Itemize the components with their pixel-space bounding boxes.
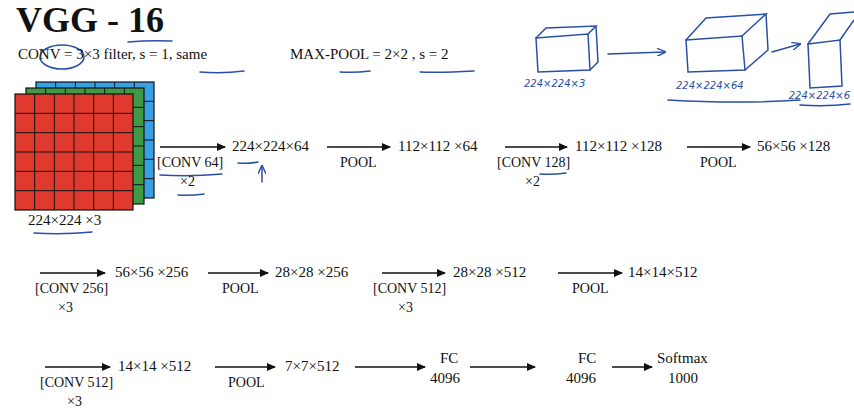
- repeat-label: ×2: [180, 174, 195, 190]
- dimension-label: 28×28 ×512: [453, 264, 526, 281]
- pool-label: POOL: [222, 281, 259, 297]
- dimension-label: 112×112 ×128: [575, 138, 662, 155]
- dimension-label: 56×56 ×256: [115, 264, 188, 281]
- pool-label: POOL: [700, 155, 737, 171]
- softmax-label: Softmax: [657, 350, 708, 367]
- conv-spec: CONV = 3×3 filter, s = 1, same: [18, 46, 207, 63]
- dimension-label: 14×14 ×512: [118, 358, 191, 375]
- hand-note: 224×224×64: [676, 80, 744, 92]
- hand-note: 224×224×3: [524, 78, 585, 90]
- layer-label: [CONV 256]: [35, 281, 108, 297]
- slide-title: VGG - 16: [16, 0, 164, 41]
- layer-label: [CONV 512]: [373, 281, 446, 297]
- pool-spec: MAX-POOL = 2×2 , s = 2: [290, 46, 449, 63]
- repeat-label: ×3: [67, 394, 82, 410]
- image-size-label: 224×224 ×3: [28, 212, 101, 229]
- dimension-label: 7×7×512: [285, 358, 339, 375]
- dimension-label: 112×112 ×64: [398, 138, 478, 155]
- repeat-label: ×2: [525, 174, 540, 190]
- dimension-label: 14×14×512: [628, 264, 697, 281]
- layer-label: [CONV 512]: [40, 375, 113, 391]
- input-image: 224×224 ×3: [8, 80, 168, 230]
- hand-note: 224×224×6: [789, 90, 850, 102]
- pool-label: POOL: [572, 281, 609, 297]
- dimension-label: 56×56 ×128: [757, 138, 830, 155]
- fc-label: FC: [578, 350, 596, 367]
- rgb-grid: [8, 80, 168, 230]
- unit-count: 4096: [566, 370, 596, 387]
- fc-label: FC: [440, 350, 458, 367]
- unit-count: 1000: [668, 370, 698, 387]
- layer-label: [CONV 128]: [497, 155, 570, 171]
- hand-annotations: [34, 12, 854, 234]
- repeat-label: ×3: [398, 300, 413, 316]
- layer-label: [CONV 64]: [157, 155, 223, 171]
- dimension-label: 224×224×64: [232, 138, 309, 155]
- pool-label: POOL: [340, 155, 377, 171]
- repeat-label: ×3: [58, 300, 73, 316]
- unit-count: 4096: [430, 370, 460, 387]
- dimension-label: 28×28 ×256: [275, 264, 348, 281]
- pool-label: POOL: [228, 375, 265, 391]
